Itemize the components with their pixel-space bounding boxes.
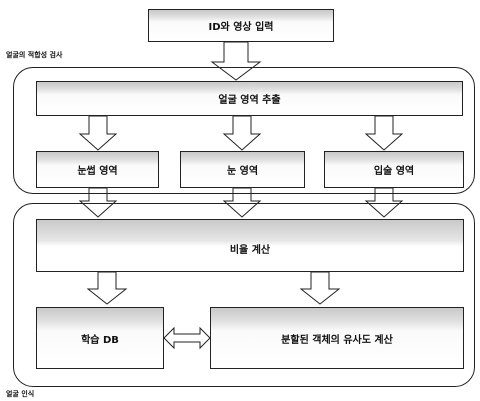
node-input: ID와 영상 입력: [148, 9, 334, 42]
group-label-recognition: 얼굴 인식: [6, 390, 35, 398]
node-extract-label: 얼굴 영역 추출: [218, 95, 281, 106]
edge-extract-eyebrow: [78, 115, 118, 151]
group-label-check: 얼굴의 적합성 검사: [6, 51, 63, 59]
node-eye: 눈 영역: [180, 151, 305, 188]
edge-extract-eye: [222, 115, 262, 151]
node-extract: 얼굴 영역 추출: [36, 81, 463, 116]
node-learn-db-label: 학습 DB: [81, 334, 119, 346]
edge-eye-ratio: [222, 187, 262, 218]
group-frame-recognition: [13, 203, 475, 387]
node-lips: 입술 영역: [324, 151, 464, 188]
edge-input-extract: [210, 41, 262, 81]
edge-eyebrow-ratio: [78, 187, 118, 218]
node-lips-label: 입술 영역: [373, 166, 415, 177]
node-eyebrow: 눈썹 영역: [36, 151, 159, 188]
edge-lips-ratio: [364, 187, 404, 218]
edge-extract-lips: [364, 115, 404, 151]
node-learn-db: 학습 DB: [36, 307, 164, 369]
edge-ratio-similarity: [299, 271, 341, 305]
node-ratio-label: 비율 계산: [229, 245, 271, 256]
node-eyebrow-label: 눈썹 영역: [77, 166, 118, 177]
node-eye-label: 눈 영역: [226, 166, 259, 177]
node-similarity-label: 분할된 객체의 유사도 계산: [281, 334, 393, 346]
node-ratio: 비율 계산: [36, 219, 464, 272]
node-similarity: 분할된 객체의 유사도 계산: [210, 307, 464, 369]
node-input-label: ID와 영상 입력: [208, 22, 274, 33]
edge-ratio-learn-db: [86, 271, 128, 305]
group-frame-check: [13, 67, 475, 194]
